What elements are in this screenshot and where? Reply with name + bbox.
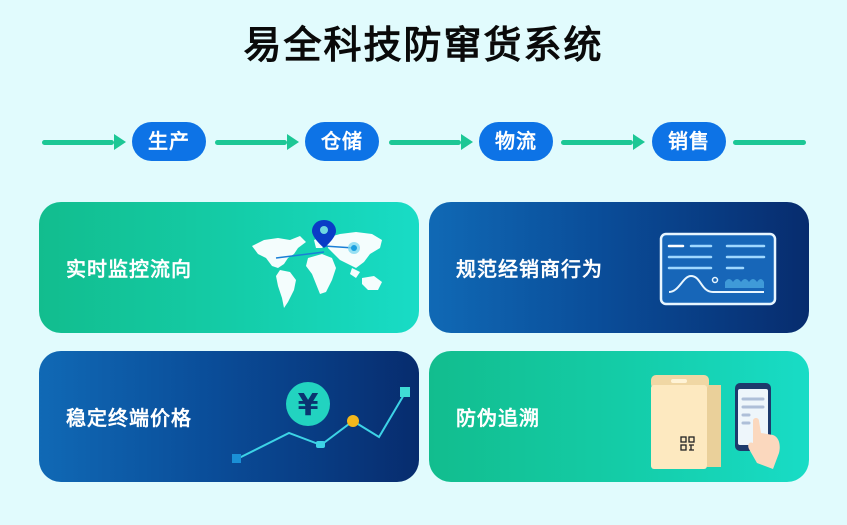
svg-text:¥: ¥ xyxy=(298,388,319,423)
card-traceability: 防伪追溯 xyxy=(429,351,809,482)
dashboard-icon xyxy=(659,232,777,306)
process-flow: 生产 仓储 物流 销售 xyxy=(0,120,847,164)
flow-line xyxy=(42,140,114,145)
page-title: 易全科技防窜货系统 xyxy=(243,23,604,67)
arrow-right-icon xyxy=(114,134,126,150)
flow-step-warehouse: 仓储 xyxy=(305,122,379,161)
flow-line xyxy=(561,140,633,145)
card-stable-price: 稳定终端价格 ¥ xyxy=(39,351,419,482)
card-label: 稳定终端价格 xyxy=(66,406,192,430)
card-dealer-behavior: 规范经销商行为 xyxy=(429,202,809,333)
flow-step-logistics: 物流 xyxy=(479,122,553,161)
flow-step-sales: 销售 xyxy=(652,122,726,161)
card-label: 实时监控流向 xyxy=(66,257,192,281)
arrow-right-icon xyxy=(633,134,645,150)
arrow-right-icon xyxy=(287,134,299,150)
arrow-right-icon xyxy=(461,134,473,150)
flow-step-production: 生产 xyxy=(132,122,206,161)
world-map-icon xyxy=(252,220,382,308)
price-chart-icon: ¥ xyxy=(232,382,410,463)
card-label: 规范经销商行为 xyxy=(456,257,603,281)
flow-line xyxy=(215,140,287,145)
card-realtime-monitoring: 实时监控流向 xyxy=(39,202,419,333)
card-label: 防伪追溯 xyxy=(456,406,540,430)
flow-line xyxy=(733,140,806,145)
flow-line xyxy=(389,140,461,145)
qr-scan-phone-icon xyxy=(651,375,780,469)
